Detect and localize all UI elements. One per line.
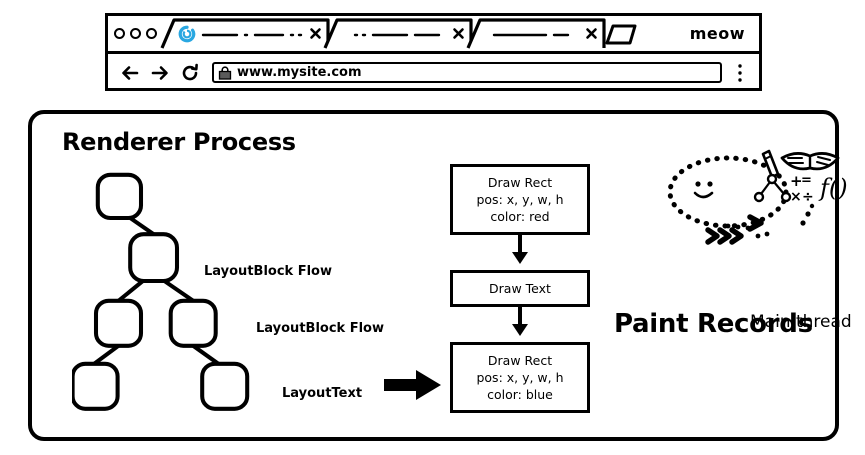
window-maximize-dot[interactable] <box>146 28 157 39</box>
browser-tab-0[interactable] <box>160 18 330 49</box>
paint-record-line: Draw Text <box>489 281 551 296</box>
paint-record-item-0[interactable]: Draw Rect pos: x, y, w, h color: red <box>450 164 590 235</box>
renderer-process-panel: Renderer Process LayoutBlock Flow Layout… <box>28 110 852 441</box>
paint-records-title: Paint Records <box>614 309 813 339</box>
tree-node-3 <box>93 298 144 348</box>
tree-label-layouttext: LayoutText <box>282 386 363 401</box>
paint-record-line: pos: x, y, w, h <box>476 192 564 207</box>
paint-record-connector-1 <box>512 307 528 336</box>
window-minimize-dot[interactable] <box>130 28 141 39</box>
tree-node-6 <box>200 361 250 411</box>
browser-tab-2[interactable] <box>466 18 606 49</box>
tab-title-placeholder-0 <box>201 27 305 41</box>
url-text[interactable]: www.mysite.com <box>237 65 362 80</box>
pencil-icon <box>761 149 780 179</box>
main-thread-illustration: + = × ÷ f() <box>667 149 848 245</box>
window-close-dot[interactable] <box>114 28 125 39</box>
flow-arrow-icon <box>384 370 441 400</box>
node-tree-icon <box>753 173 792 203</box>
tab-close-icon-0[interactable] <box>309 27 322 40</box>
page-title: Renderer Process <box>62 128 296 156</box>
dotted-arrow-icon <box>705 214 770 245</box>
svg-text:=: = <box>801 173 812 188</box>
paint-record-line: pos: x, y, w, h <box>476 370 564 385</box>
back-arrow-icon[interactable] <box>120 63 140 83</box>
svg-text:f(): f() <box>818 174 848 202</box>
paint-record-connector-0 <box>512 235 528 264</box>
url-bar[interactable]: www.mysite.com <box>212 62 722 83</box>
svg-text:÷: ÷ <box>802 189 814 205</box>
tree-node-5 <box>72 361 120 411</box>
window-controls <box>114 28 157 39</box>
paint-record-item-2[interactable]: Draw Rect pos: x, y, w, h color: blue <box>450 342 590 413</box>
svg-text:+: + <box>790 172 803 190</box>
tree-label-layoutblock-flow-1: LayoutBlock Flow <box>204 264 332 279</box>
tab-close-icon-2[interactable] <box>585 27 598 40</box>
tree-node-4 <box>168 298 218 348</box>
tab-title-placeholder-2 <box>484 27 581 41</box>
forward-arrow-icon[interactable] <box>150 63 170 83</box>
layout-tree-diagram <box>72 172 250 411</box>
browser-tab-1[interactable] <box>323 18 473 49</box>
smiley-face-icon <box>693 181 714 199</box>
chrome-spinner-icon <box>178 25 196 42</box>
tab-title-placeholder-1 <box>341 27 448 41</box>
paint-record-line: color: blue <box>487 387 553 402</box>
function-icon: f() <box>818 174 848 202</box>
dotted-trail-icon <box>800 203 815 226</box>
paint-records-list: Draw Rect pos: x, y, w, h color: red Dra… <box>450 164 590 413</box>
new-tab-button[interactable] <box>604 23 638 45</box>
open-book-icon <box>780 152 840 171</box>
tab-close-icon-1[interactable] <box>452 27 465 40</box>
paint-record-line: Draw Rect <box>487 175 553 190</box>
tree-label-layoutblock-flow-2: LayoutBlock Flow <box>256 321 384 336</box>
main-thread-label: Main thread <box>750 312 852 332</box>
browser-window: meow www.mysite.com <box>105 13 762 91</box>
paint-record-line: Draw Rect <box>487 353 553 368</box>
tree-node-root <box>95 172 144 221</box>
paint-record-item-1[interactable]: Draw Text <box>450 270 590 307</box>
svg-text:×: × <box>790 189 802 205</box>
reload-icon[interactable] <box>180 63 200 83</box>
browser-brand-label: meow <box>689 24 745 43</box>
paint-record-line: color: red <box>490 209 550 224</box>
browser-tab-strip: meow <box>108 16 759 54</box>
tree-node-2 <box>128 232 180 284</box>
browser-toolbar: www.mysite.com <box>108 54 759 91</box>
math-symbols-icon: + = × ÷ <box>790 172 814 205</box>
browser-menu-icon[interactable] <box>732 62 748 84</box>
padlock-icon <box>218 65 232 80</box>
